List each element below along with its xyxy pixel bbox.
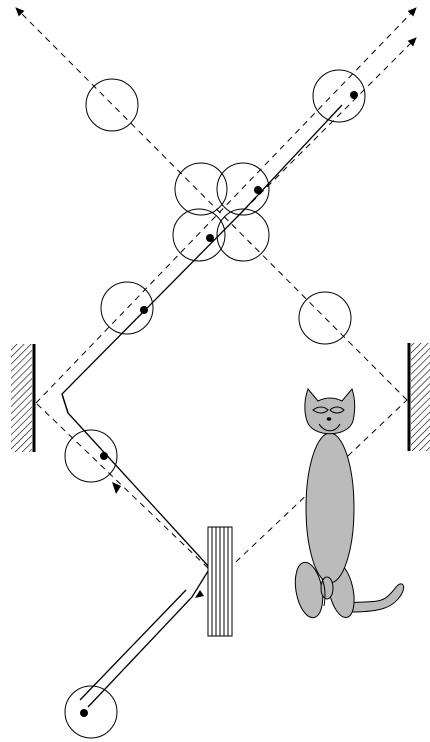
filled-dot-icon: [140, 306, 148, 314]
circle-mid-right: [298, 291, 352, 345]
cat-icon: [294, 387, 405, 619]
trajectory-parallel-track: [79, 589, 187, 701]
dashed-path-right-mirror-to-top-left: [15, 7, 408, 401]
cat-paw-detail: [321, 578, 326, 607]
right-mirror: [407, 343, 430, 451]
cat-mouth: [318, 423, 341, 432]
cat-body: [305, 432, 355, 584]
dashed-path-upper-right-parallel: [235, 37, 417, 219]
circle-lower-left: [64, 429, 118, 483]
circle-cluster-bottom-right: [216, 208, 270, 262]
circle-cluster-top-right: [216, 162, 270, 216]
trajectory-arrows: [112, 482, 204, 598]
cat-left-paw: [320, 576, 334, 600]
trajectory-lower-track: [61, 393, 69, 414]
dashed-path-splitter-to-right-mirror: [219, 399, 408, 578]
filled-dot-icon: [254, 186, 262, 194]
cat-nose: [326, 417, 332, 421]
wavepacket-circles: [64, 69, 366, 739]
circle-start: [64, 685, 118, 739]
particle-dots: [80, 91, 358, 717]
dashed-path-left-mirror-to-top-right: [35, 7, 417, 404]
beam-splitter: [207, 526, 233, 637]
hatched-mirror-icon: [411, 343, 430, 451]
circle-top-left: [85, 78, 139, 132]
hatched-mirror-icon: [11, 344, 32, 452]
cat-left-eye: [312, 406, 329, 414]
left-mirror: [11, 344, 36, 452]
filled-dot-icon: [100, 452, 108, 460]
circle-cluster-bottom-left: [172, 208, 226, 262]
circle-mid-left: [100, 281, 154, 335]
filled-dot-icon: [80, 709, 88, 717]
particle-trajectory: [61, 104, 343, 708]
cat-right-eye: [329, 406, 345, 414]
trajectory-main: [61, 104, 343, 708]
arrowhead-icon: [112, 482, 121, 494]
filled-dot-icon: [350, 91, 358, 99]
cat-tail: [345, 583, 405, 613]
dashed-path-splitter-to-left-mirror: [35, 402, 209, 569]
circle-cluster-top-left: [174, 162, 228, 216]
cat-head: [304, 387, 356, 435]
circle-top-right: [312, 69, 366, 123]
filled-dot-icon: [206, 234, 214, 242]
arrowhead-icon: [195, 590, 204, 598]
